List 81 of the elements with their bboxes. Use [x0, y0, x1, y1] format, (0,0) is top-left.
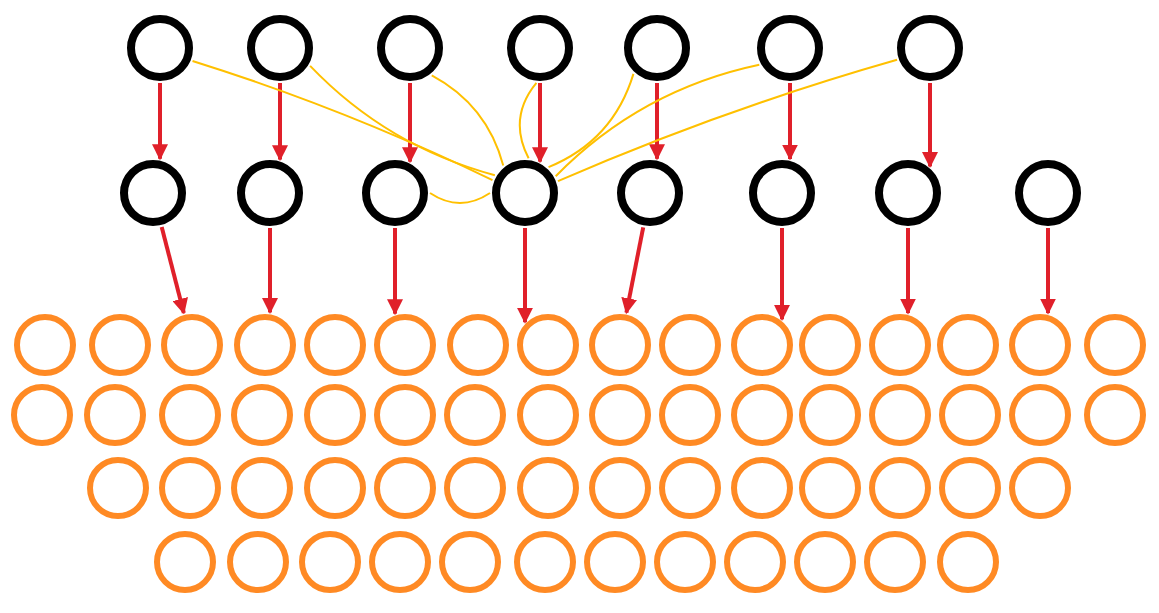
connector-line	[430, 74, 505, 167]
arrow	[387, 228, 403, 316]
ring-node	[304, 457, 366, 519]
ring-node	[11, 384, 73, 446]
ring-node	[159, 457, 221, 519]
ring-node	[1009, 457, 1071, 519]
arrow	[402, 83, 418, 164]
connector-line	[518, 81, 538, 160]
ring-node	[654, 531, 716, 593]
ring-node	[584, 531, 646, 593]
arrow	[159, 226, 188, 315]
ring-node	[869, 457, 931, 519]
ring-node	[374, 314, 436, 376]
arrow	[774, 228, 790, 321]
ring-node	[369, 531, 431, 593]
ring-node	[304, 384, 366, 446]
ring-node	[14, 314, 76, 376]
ring-node	[304, 314, 366, 376]
arrow	[272, 83, 288, 162]
ring-node	[444, 457, 506, 519]
ring-node	[869, 384, 931, 446]
arrow	[649, 83, 665, 161]
ring-node	[1084, 384, 1146, 446]
ring-node	[724, 531, 786, 593]
ring-node	[517, 314, 579, 376]
ring-node	[937, 314, 999, 376]
ring-node	[444, 384, 506, 446]
ring-node	[231, 457, 293, 519]
arrow	[152, 83, 168, 161]
ring-node	[517, 457, 579, 519]
ring-node	[87, 457, 149, 519]
ring-node	[939, 457, 1001, 519]
ring-node	[234, 314, 296, 376]
ring-node	[799, 457, 861, 519]
ring-node	[161, 314, 223, 376]
ring-node	[374, 384, 436, 446]
ring-node	[794, 531, 856, 593]
ring-node	[731, 457, 793, 519]
ring-node	[1084, 314, 1146, 376]
ring-node	[799, 384, 861, 446]
ring-node	[89, 314, 151, 376]
arrow	[922, 83, 938, 168]
arrow	[621, 226, 646, 315]
connector-line	[309, 64, 496, 177]
ring-node	[231, 384, 293, 446]
ring-node	[1009, 314, 1071, 376]
ring-node	[864, 531, 926, 593]
arrow	[1040, 228, 1056, 315]
ring-node	[589, 314, 651, 376]
ring-node	[731, 314, 793, 376]
ring-node	[731, 384, 793, 446]
ring-node	[84, 384, 146, 446]
connector-line	[191, 59, 494, 182]
ring-node	[1009, 384, 1071, 446]
ring-node	[299, 531, 361, 593]
ring-node	[374, 457, 436, 519]
arrow	[532, 83, 548, 164]
ring-node	[227, 531, 289, 593]
ring-node	[869, 314, 931, 376]
ring-node	[659, 384, 721, 446]
connector-line	[547, 72, 635, 169]
ring-node	[514, 531, 576, 593]
ring-node	[589, 457, 651, 519]
connector-line	[554, 63, 761, 178]
ring-node	[799, 314, 861, 376]
ring-node	[517, 384, 579, 446]
arrow	[517, 228, 533, 324]
ring-node	[659, 314, 721, 376]
ring-node	[159, 384, 221, 446]
ring-node	[937, 531, 999, 593]
connector-line	[556, 58, 899, 183]
arrow	[782, 83, 798, 161]
arrow	[262, 228, 278, 314]
connector-line	[429, 192, 491, 204]
arrow	[900, 228, 916, 315]
ring-node	[659, 457, 721, 519]
ring-node	[447, 314, 509, 376]
ring-node	[589, 384, 651, 446]
ring-node	[154, 531, 216, 593]
ring-node	[939, 384, 1001, 446]
ring-node	[439, 531, 501, 593]
